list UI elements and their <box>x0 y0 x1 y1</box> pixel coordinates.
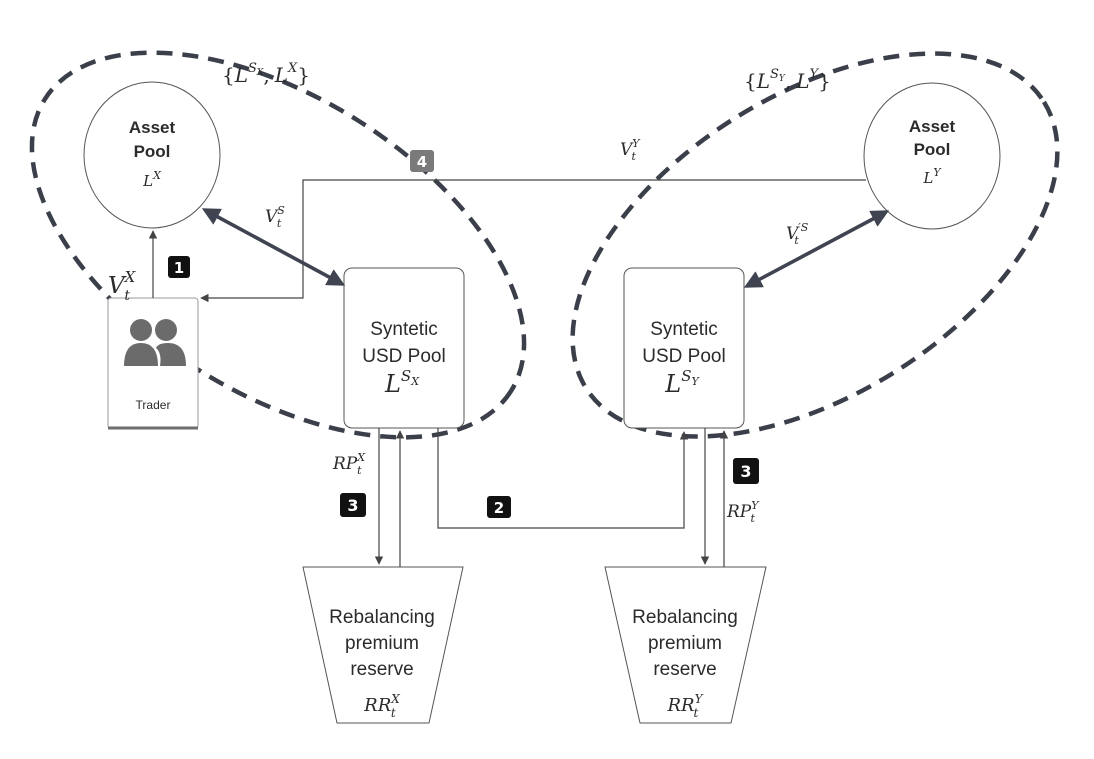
synthetic-pool-y-math: LSY <box>664 367 700 398</box>
asset-pool-x-line1: Asset <box>129 118 176 137</box>
flow-asset-x-synthetic-x <box>201 208 346 286</box>
svg-text:4: 4 <box>417 153 427 171</box>
synthetic-pool-x-math: LSX <box>384 367 420 398</box>
reserve-x-line1: Rebalancing <box>329 607 435 628</box>
flow-asset-y-to-trader <box>200 179 866 303</box>
badge-3-left: 3 <box>340 493 366 517</box>
dashed-group-right <box>570 51 1060 439</box>
svg-text:1: 1 <box>174 259 184 277</box>
badge-3-right: 3 <box>733 458 759 484</box>
trader-label: Trader <box>136 398 171 412</box>
asset-pool-x-circle <box>83 81 221 229</box>
asset-pool-x-math: LX <box>142 169 162 190</box>
dashed-group-left <box>29 50 527 440</box>
flow-asset-y-synthetic-y <box>743 210 890 288</box>
reserve-x-shape <box>302 566 464 724</box>
reserve-x-line3: reserve <box>350 659 413 680</box>
asset-pool-y-circle <box>863 82 1001 230</box>
svg-text:3: 3 <box>740 462 751 481</box>
svg-text:2: 2 <box>494 499 504 517</box>
reserve-x-line2: premium <box>345 633 419 654</box>
synthetic-pool-y-line2: USD Pool <box>642 346 725 367</box>
reserve-y-line2: premium <box>648 633 722 654</box>
people-icon <box>124 319 186 366</box>
svg-text:3: 3 <box>347 496 358 515</box>
synthetic-pool-y-box <box>623 267 745 429</box>
asset-pool-y-line2: Pool <box>914 140 951 159</box>
badge-2: 2 <box>487 496 511 518</box>
synthetic-pool-y-line1: Syntetic <box>650 319 718 340</box>
reserve-y-line1: Rebalancing <box>632 607 738 628</box>
asset-pool-y-math: LY <box>922 166 942 187</box>
synthetic-pool-x-line1: Syntetic <box>370 319 438 340</box>
asset-pool-y-line1: Asset <box>909 117 956 136</box>
badge-4: 4 <box>410 150 434 172</box>
flow-synthetic-x-to-synthetic-y <box>437 428 689 529</box>
reserve-y-line3: reserve <box>653 659 716 680</box>
set-label-right: {LSY,LY} <box>744 67 831 93</box>
set-label-left: {LSX,LX} <box>222 61 310 87</box>
synthetic-pool-x-line2: USD Pool <box>362 346 445 367</box>
synthetic-pool-x-box <box>343 267 465 429</box>
badge-1: 1 <box>168 256 190 278</box>
reserve-y-shape <box>604 566 767 724</box>
asset-pool-x-line2: Pool <box>134 142 171 161</box>
